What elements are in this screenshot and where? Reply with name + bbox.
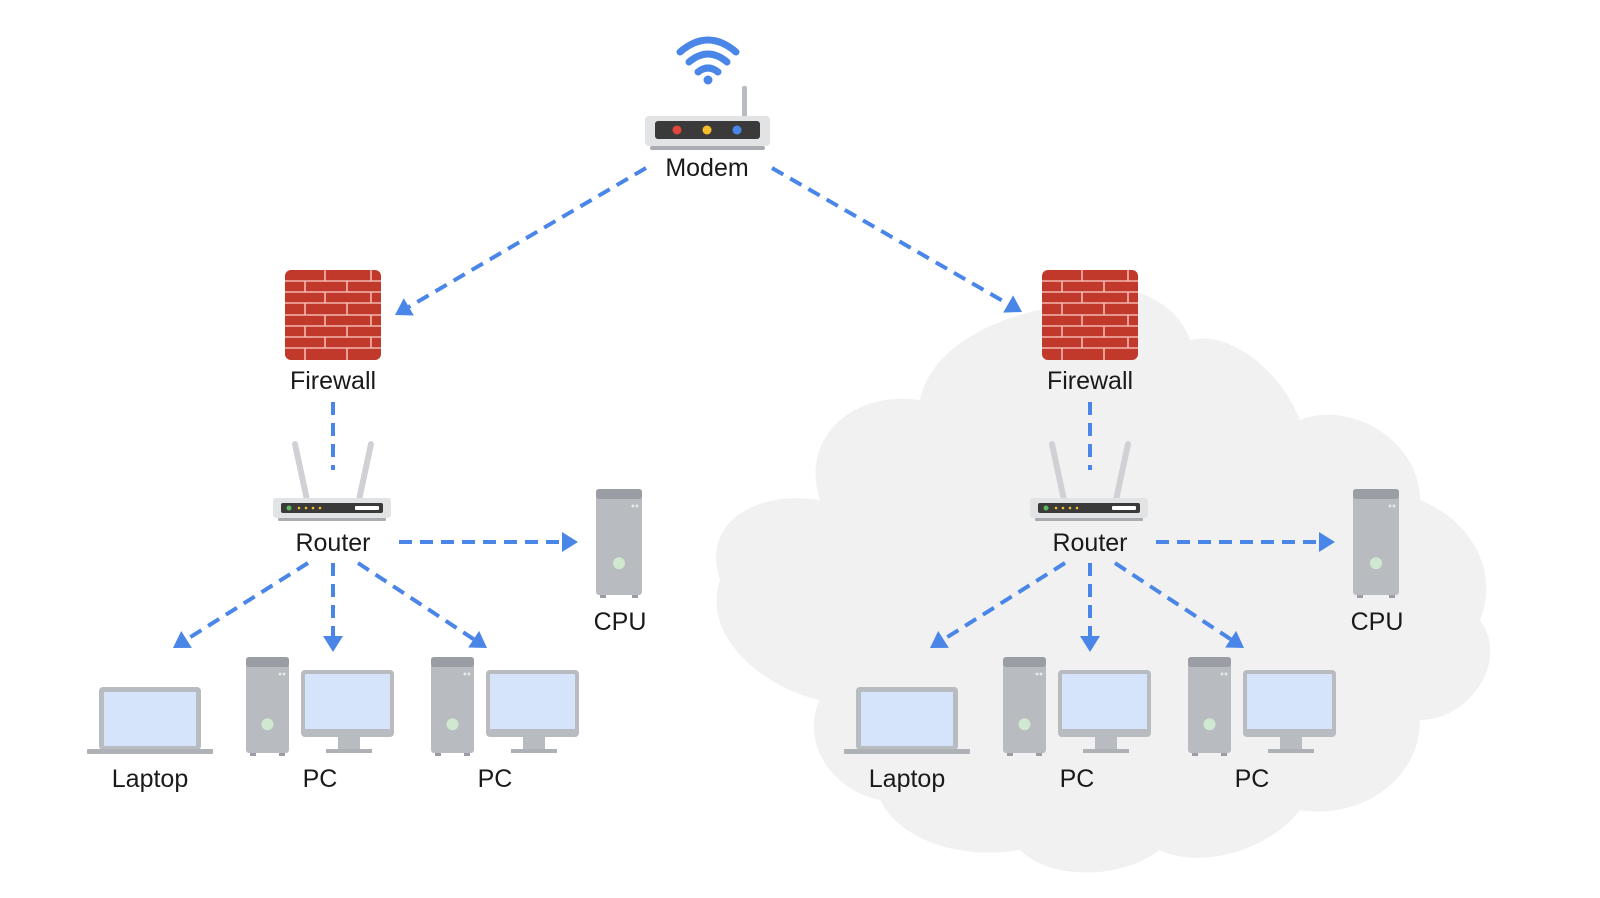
firewall-label: Firewall: [1047, 367, 1133, 395]
laptop-label: Laptop: [112, 765, 188, 793]
pc-label: PC: [1235, 765, 1270, 793]
monitor-icon: [486, 670, 579, 753]
link-modem-firewall-right: [771, 166, 1022, 313]
link-router-pc: [1113, 561, 1244, 648]
arrowhead-icon: [1225, 630, 1244, 648]
link-router-laptop: [930, 561, 1067, 648]
link-router-laptop: [173, 561, 310, 648]
pc-node: PC: [246, 657, 394, 793]
tower-icon: [1353, 489, 1399, 598]
pc-node: PC: [431, 657, 579, 793]
firewall-node: Firewall: [285, 270, 381, 395]
tower-icon: [1188, 657, 1231, 756]
link-router-pc: [323, 563, 343, 652]
router-node: Router: [1030, 441, 1148, 557]
router-icon: [273, 441, 391, 521]
pc-node: PC: [1188, 657, 1336, 793]
link-router-cpu: [399, 532, 578, 552]
pc-label: PC: [303, 765, 338, 793]
cpu-node: CPU: [1351, 489, 1404, 636]
arrowhead-icon: [323, 636, 343, 652]
modem-icon: [645, 86, 770, 150]
tower-icon: [596, 489, 642, 598]
link-router-cpu: [1156, 532, 1335, 552]
link-router-pc: [356, 561, 487, 648]
cpu-label: CPU: [1351, 608, 1404, 636]
router-node: Router: [273, 441, 391, 557]
laptop-icon: [87, 687, 213, 754]
monitor-icon: [301, 670, 394, 753]
laptop-node: Laptop: [844, 687, 970, 793]
pc-label: PC: [478, 765, 513, 793]
cpu-node: CPU: [594, 489, 647, 636]
firewall-node: Firewall: [1042, 270, 1138, 395]
tower-icon: [246, 657, 289, 756]
arrowhead-icon: [395, 298, 414, 316]
arrowhead-icon: [173, 631, 192, 648]
arrowhead-icon: [1319, 532, 1335, 552]
modem-label: Modem: [665, 154, 748, 182]
laptop-node: Laptop: [87, 687, 213, 793]
tower-icon: [431, 657, 474, 756]
tower-icon: [1003, 657, 1046, 756]
wifi-icon: [676, 36, 740, 85]
arrowhead-icon: [1080, 636, 1100, 652]
router-label: Router: [1052, 529, 1127, 557]
arrowhead-icon: [468, 630, 487, 648]
pc-label: PC: [1060, 765, 1095, 793]
laptop-label: Laptop: [869, 765, 945, 793]
arrowhead-icon: [1003, 295, 1022, 313]
pc-node: PC: [1003, 657, 1151, 793]
modem-node: Modem: [645, 36, 770, 182]
arrowhead-icon: [562, 532, 578, 552]
monitor-icon: [1243, 670, 1336, 753]
router-label: Router: [295, 529, 370, 557]
cpu-label: CPU: [594, 608, 647, 636]
firewall-label: Firewall: [290, 367, 376, 395]
arrowhead-icon: [930, 631, 949, 648]
router-icon: [1030, 441, 1148, 521]
firewall-icon: [285, 270, 381, 360]
laptop-icon: [844, 687, 970, 754]
monitor-icon: [1058, 670, 1151, 753]
firewall-icon: [1042, 270, 1138, 360]
link-modem-firewall-left: [395, 166, 648, 316]
connection-links: [173, 166, 1335, 652]
link-router-pc: [1080, 563, 1100, 652]
